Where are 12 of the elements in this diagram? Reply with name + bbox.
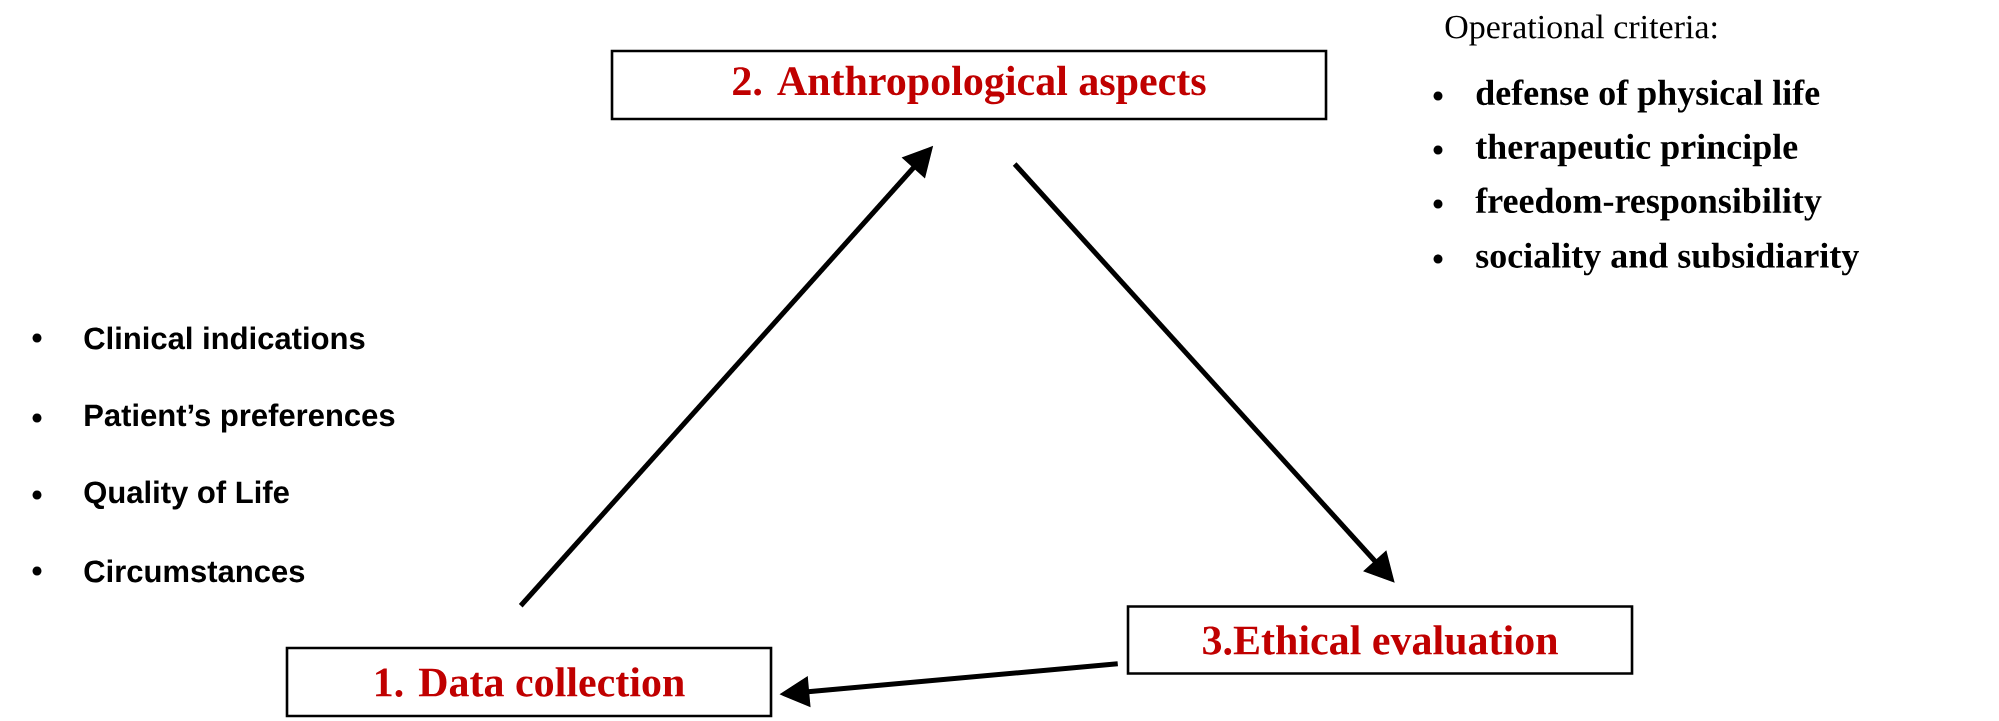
bullet-item: defense of physical life [1433, 79, 1820, 113]
bullet-item: therapeutic principle [1433, 133, 1798, 167]
step-box: 3.Ethical evaluation [1126, 605, 1634, 675]
bullet-item: Circumstances [32, 559, 305, 583]
step-box: 2. Anthropological aspects [610, 49, 1328, 121]
bullet-item: sociality and subsidiarity [1433, 242, 1859, 276]
bullet-item: freedom-responsibility [1433, 187, 1822, 221]
heading: Operational criteria: [1445, 14, 1717, 46]
bullet-item: Clinical indications [32, 326, 365, 350]
step-box: 1. Data collection [285, 646, 773, 718]
bullet-item: Patient’s preferences [32, 403, 395, 433]
bullet-item: Quality of Life [32, 480, 289, 510]
